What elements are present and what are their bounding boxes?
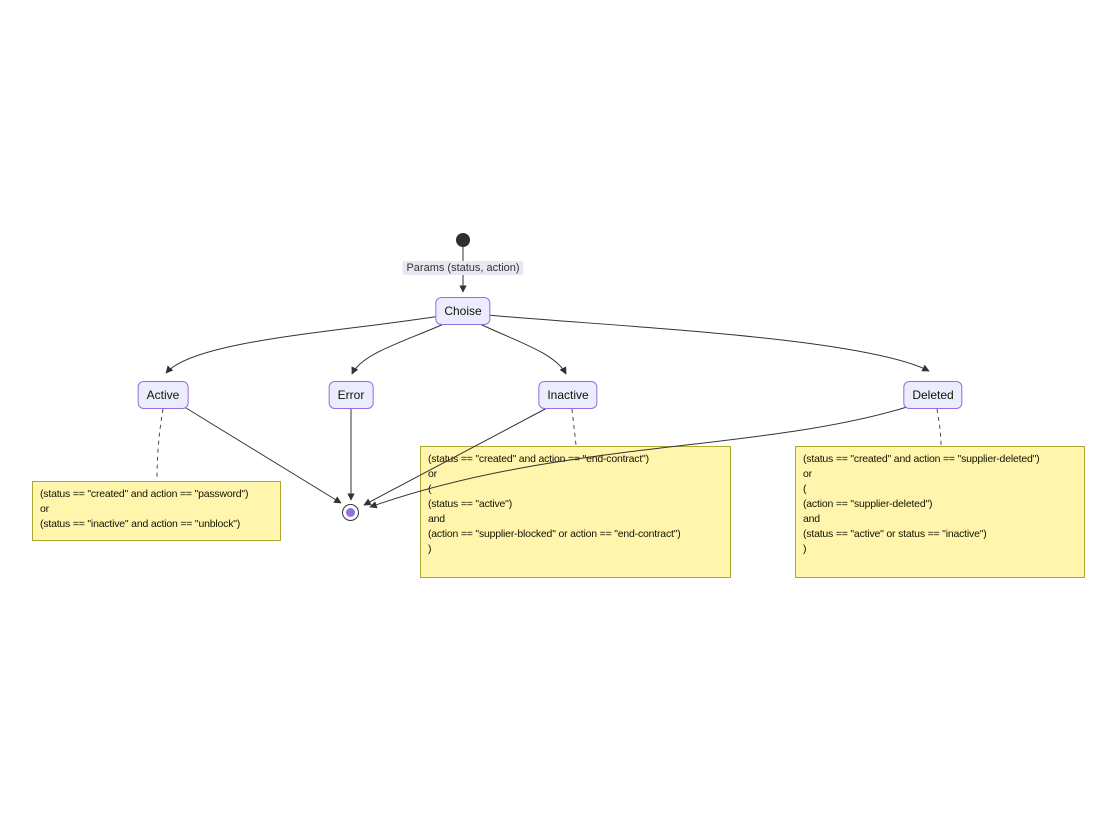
state-node-inactive: Inactive (538, 381, 598, 409)
state-node-active: Active (137, 381, 189, 409)
edge-active-to-note (156, 408, 164, 481)
edge-choise-to-deleted (486, 314, 930, 372)
edge-choise-to-active (165, 315, 441, 374)
start-state-node (456, 233, 470, 247)
note-deleted-condition: (status == "created" and action == "supp… (795, 446, 1085, 578)
end-state-inner-dot (346, 508, 355, 517)
state-node-deleted: Deleted (903, 381, 963, 409)
state-node-choise: Choise (435, 297, 491, 325)
state-node-error: Error (328, 381, 374, 409)
end-state-node (342, 504, 359, 521)
edge-deleted-to-note (936, 408, 942, 446)
note-inactive-condition: (status == "created" and action == "end-… (420, 446, 731, 578)
start-edge-label: Params (status, action) (402, 261, 524, 275)
note-active-condition: (status == "created" and action == "pass… (32, 481, 281, 541)
edge-choise-to-error (351, 322, 447, 375)
edge-choise-to-inactive (479, 323, 567, 375)
edge-inactive-to-note (571, 408, 577, 446)
